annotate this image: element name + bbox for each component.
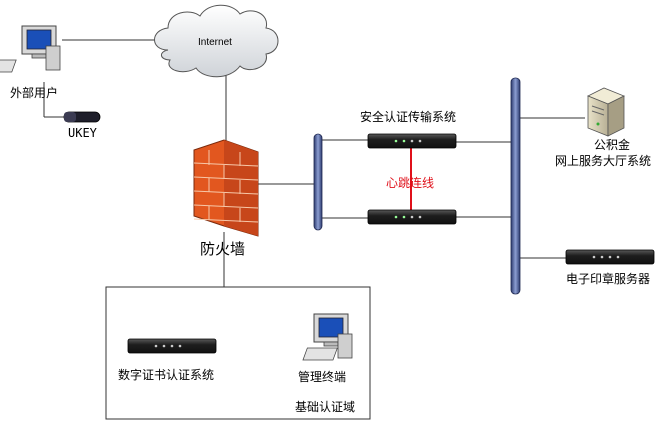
- seal-server-label: 电子印章服务器: [566, 272, 651, 286]
- right-bus: [510, 77, 521, 295]
- management-terminal-icon: [302, 313, 353, 361]
- fund-label-line2: 网上服务大厅系统: [555, 154, 652, 168]
- external-user-label: 外部用户: [10, 86, 59, 100]
- internet-cloud: [154, 4, 279, 78]
- external-user-computer-icon: [0, 25, 61, 73]
- ukey-label: UKEY: [68, 126, 97, 140]
- seal-server-device: [565, 249, 655, 265]
- heartbeat-label: 心跳连线: [386, 176, 435, 190]
- cert-system-label: 数字证书认证系统: [118, 368, 215, 382]
- internet-label: Internet: [198, 37, 232, 48]
- ukey-icon: [63, 111, 101, 123]
- base-domain-label: 基础认证域: [295, 400, 356, 414]
- secure-transport-device-1: [367, 133, 457, 149]
- left-bus: [313, 133, 323, 231]
- secure-transport-label: 安全认证传输系统: [360, 110, 457, 124]
- connection-lines: [43, 39, 585, 287]
- firewall-label: 防火墙: [200, 240, 246, 258]
- base-domain-box: [105, 286, 371, 420]
- secure-transport-device-2: [367, 209, 457, 225]
- mgmt-terminal-label: 管理终端: [298, 370, 347, 384]
- cert-system-device: [127, 338, 217, 354]
- fund-label-line1: 公积金: [594, 138, 631, 152]
- firewall-icon: [193, 139, 259, 237]
- fund-server-icon: [587, 87, 625, 137]
